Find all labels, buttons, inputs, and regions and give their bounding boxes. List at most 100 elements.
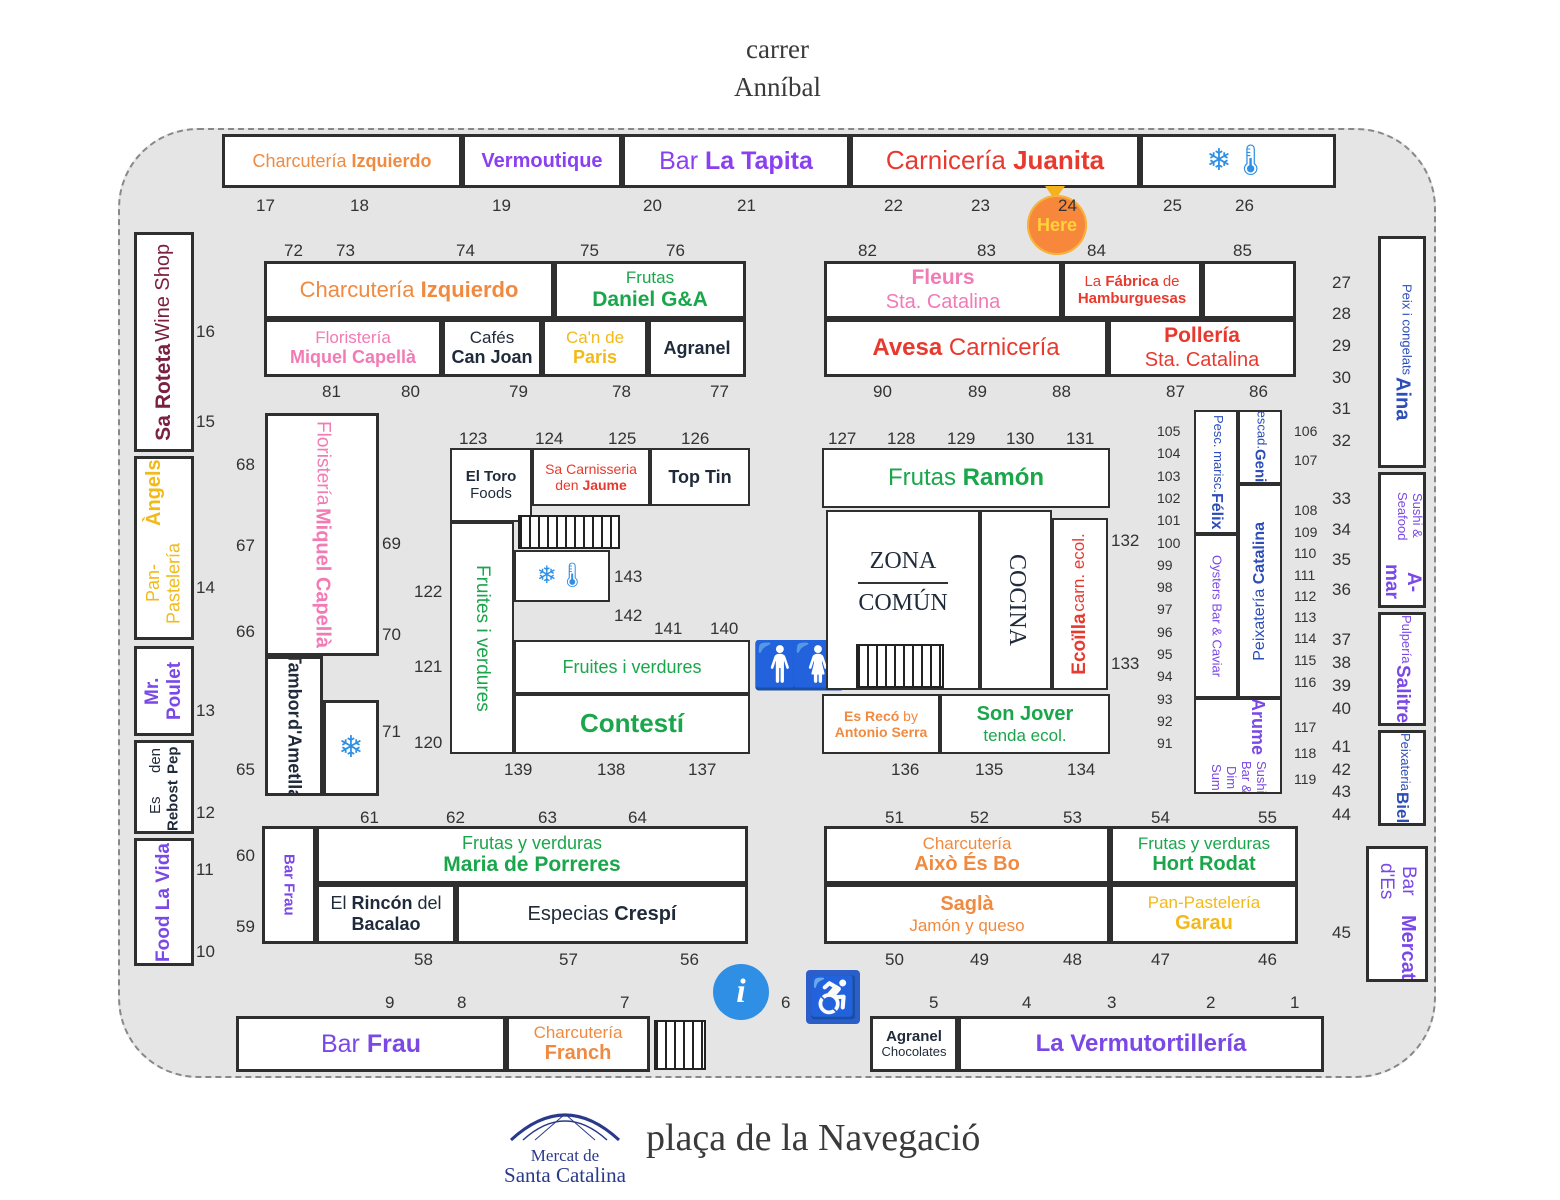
stall-number: 65	[236, 760, 255, 779]
stall-number: 56	[680, 950, 699, 969]
stall-fleurs[interactable]: Fleurs Sta. Catalina	[824, 261, 1062, 319]
stall-number: 131	[1066, 429, 1095, 448]
stall-bar-frau[interactable]: Bar Frau	[236, 1016, 506, 1072]
stall-number: 101	[1157, 512, 1181, 529]
stall-number: 112	[1294, 588, 1317, 604]
stall-vermoutique[interactable]: Vermoutique	[462, 134, 622, 188]
stall-number: 123	[459, 429, 488, 448]
stall-son-jover[interactable]: Son Jover tenda ecol.	[940, 694, 1110, 754]
stall-number: 51	[885, 808, 904, 827]
stall-number: 90	[873, 382, 892, 401]
stall-number: 53	[1063, 808, 1082, 827]
stall-top-tin[interactable]: Top Tin	[650, 448, 750, 506]
stall-sa-roteta-wine-shop[interactable]: Sa Roteta Wine Shop	[134, 232, 194, 452]
stall-peixateria-catalina[interactable]: Peixatería Catalina	[1238, 484, 1282, 698]
stall-number: 125	[608, 429, 637, 448]
stall-a-mar[interactable]: Sushi & Seafood A-mar	[1378, 472, 1426, 608]
stall-aina[interactable]: Peix i congelats Aina	[1378, 236, 1426, 468]
stall-number: 68	[236, 455, 255, 474]
street-top-line2: Anníbal	[734, 72, 821, 102]
stall-carniceria-juanita[interactable]: Carnicería Juanita	[850, 134, 1140, 188]
stall-avesa-carniceria[interactable]: Avesa Carnicería	[824, 319, 1108, 377]
stall-number: 77	[710, 382, 729, 401]
man-restroom-icon: 🚹	[752, 639, 810, 691]
stall-pescad-genio[interactable]: Pescad. Genió	[1238, 410, 1282, 484]
stall-number: 102	[1157, 489, 1181, 506]
logo-line2: Santa Catalina	[504, 1163, 626, 1187]
stall-la-vermutortilleria[interactable]: La Vermutortillería	[958, 1016, 1324, 1072]
stall-es-rebost-den-pep[interactable]: Es Rebost den Pep	[134, 740, 194, 834]
stall-number: 38	[1332, 653, 1351, 672]
stall-number: 33	[1332, 489, 1351, 508]
stall-number: 52	[970, 808, 989, 827]
stall-agranel[interactable]: Agranel	[648, 319, 746, 377]
stall-number: 87	[1166, 382, 1185, 401]
stall-arume[interactable]: Arume Sushi Bar & Dim Sum	[1194, 698, 1282, 794]
stall-number: 63	[538, 808, 557, 827]
stall-number: 10	[196, 942, 215, 961]
stall-charcuteria-aixo-es-bo[interactable]: Charcutería Això És Bo	[824, 826, 1110, 884]
stall-sagla[interactable]: Saglà Jamón y queso	[824, 884, 1110, 944]
stall-number: 85	[1233, 241, 1252, 260]
stall-cafes-can-joan[interactable]: Cafés Can Joan	[442, 319, 542, 377]
stall-floristeria-miquel-capella[interactable]: Floristería Miquel Capellà	[264, 319, 442, 377]
stall-salitre[interactable]: Pulpería Salitre	[1378, 612, 1426, 726]
stall-pesc-marisc-felix[interactable]: Pesc. marisc. Félix	[1194, 410, 1238, 534]
stall-oysters-bar-caviar[interactable]: Oysters Bar & Caviar	[1194, 534, 1238, 698]
stall-sa-carnisseria-den-jaume[interactable]: Sa Carnisseria den Jaume	[532, 448, 650, 506]
stall-number: 92	[1157, 712, 1173, 729]
stall-number: 7	[620, 993, 630, 1012]
stall-tambor-dametlla[interactable]: Tambor d'Ametlla	[265, 656, 323, 796]
stall-number: 126	[681, 429, 710, 448]
stall-number: 42	[1332, 760, 1351, 779]
stall-charcuteria-izquierdo-top[interactable]: Charcutería Izquierdo	[222, 134, 462, 188]
stall-bar-frau-side[interactable]: Bar Frau	[262, 826, 316, 944]
stall-number: 138	[597, 760, 626, 779]
stall-number: 89	[968, 382, 987, 401]
stall-polleria-sta-catalina[interactable]: Pollería Sta. Catalina	[1108, 319, 1296, 377]
stall-pan-pasteleria-garau[interactable]: Pan-Pastelería Garau	[1110, 884, 1298, 944]
stall-number: 50	[885, 950, 904, 969]
stall-pan-pasteleria-angels[interactable]: Pan-Pastelería Àngels	[134, 456, 194, 640]
stall-contesti[interactable]: Contestí	[514, 694, 750, 754]
stall-fruites-i-verdures-horizontal[interactable]: Fruites i verdures	[514, 640, 750, 694]
stall-number: 31	[1332, 399, 1351, 418]
info-icon[interactable]: i	[713, 964, 769, 1020]
stall-number: 106	[1294, 423, 1318, 439]
stall-frutas-maria-de-porreres[interactable]: Frutas y verduras Maria de Porreres	[316, 826, 748, 884]
stall-agranel-chocolates[interactable]: Agranel Chocolates	[870, 1016, 958, 1072]
stall-bar-la-tapita[interactable]: Bar La Tapita	[622, 134, 850, 188]
stall-bar-des-mercat[interactable]: Bar d'Es Mercat	[1366, 846, 1428, 982]
stall-number: 94	[1157, 668, 1173, 685]
market-logo: Mercat de Santa Catalina	[490, 1096, 640, 1187]
stall-floristeria-miquel-capella-west[interactable]: Floristería Miquel Capellà	[265, 413, 379, 656]
stall-number: 80	[401, 382, 420, 401]
stall-peixateria-biel[interactable]: Peixateria Biel	[1378, 730, 1426, 826]
stall-food-la-vida[interactable]: Food La Vida	[134, 838, 194, 966]
stall-frutas-ramon[interactable]: Frutas Ramón	[822, 448, 1110, 508]
stall-number: 111	[1294, 567, 1316, 583]
stall-fruites-i-verdures-vertical[interactable]: Fruites i verdures	[450, 522, 514, 754]
stall-frutas-hort-rodat[interactable]: Frutas y verduras Hort Rodat	[1110, 826, 1298, 884]
stall-es-reco-by-antonio-serra[interactable]: Es Recó by Antonio Serra	[822, 694, 940, 754]
stall-el-toro-foods[interactable]: El Toro Foods	[450, 448, 532, 522]
stall-ecoilla[interactable]: Ecoïlla carn. ecol.	[1052, 518, 1108, 690]
stall-mr-poulet[interactable]: Mr. Poulet	[134, 646, 194, 736]
stall-number: 29	[1332, 336, 1351, 355]
stall-can-de-paris[interactable]: Ca'n de Paris	[542, 319, 648, 377]
stall-especias-crespi[interactable]: Especias Crespí	[456, 884, 748, 944]
stall-number: 124	[535, 429, 564, 448]
stall-number: 3	[1107, 993, 1117, 1012]
stall-frutas-daniel[interactable]: Frutas Daniel G&A	[554, 261, 746, 319]
stall-el-rincon-del-bacalao[interactable]: El Rincón del Bacalao	[316, 884, 456, 944]
stall-charcuteria-franch[interactable]: Charcutería Franch	[506, 1016, 650, 1072]
stall-number: 132	[1111, 531, 1140, 550]
stall-number: 8	[457, 993, 467, 1012]
stall-number: 6	[781, 993, 791, 1012]
stall-charcuteria-izquierdo[interactable]: Charcutería Izquierdo	[264, 261, 554, 319]
stall-number: 60	[236, 846, 255, 865]
stall-number: 140	[710, 619, 739, 638]
stall-number: 118	[1294, 745, 1317, 761]
stall-la-fabrica-de-hamburguesas[interactable]: La Fábrica de Hamburguesas	[1062, 261, 1202, 319]
stall-number: 95	[1157, 646, 1173, 662]
